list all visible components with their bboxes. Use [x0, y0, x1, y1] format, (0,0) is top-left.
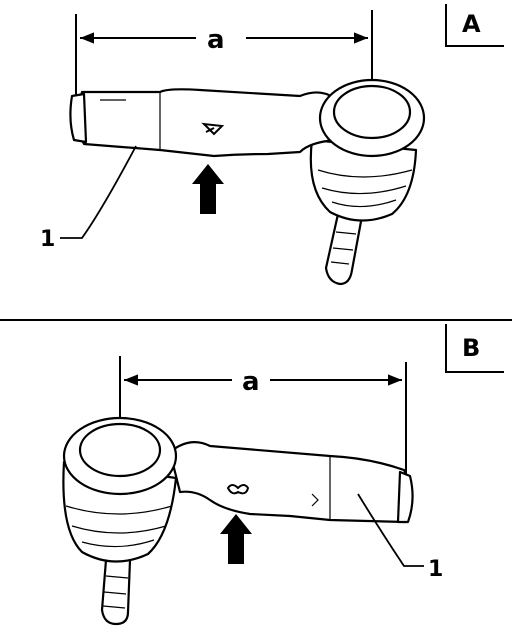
panel-a-housing-rings — [100, 92, 413, 265]
panel-b-stamp-mark — [226, 484, 250, 495]
panel-a-label-box — [445, 4, 504, 47]
panel-b-pointer-arrow — [220, 514, 252, 564]
panel-a-part-number: 1 — [40, 227, 55, 252]
panel-b-dimension-label: a — [242, 367, 260, 397]
panel-b-part-number: 1 — [428, 557, 443, 582]
panel-a-tie-rod-end — [69, 78, 426, 286]
panel-a-pointer-arrow — [192, 164, 224, 214]
panel-b-letter: B — [462, 334, 480, 362]
panel-a-part-leader — [60, 145, 137, 239]
panel-a-dimension-label: a — [207, 25, 225, 55]
panel-a-stamp-mark — [201, 122, 225, 136]
panel-b-part-leader — [357, 493, 424, 567]
panel-b-label-box — [445, 324, 504, 373]
panel-a: A a — [40, 4, 504, 286]
panel-b-housing-rings — [65, 456, 331, 609]
panel-b: B a — [62, 324, 504, 626]
panel-a-letter: A — [462, 10, 481, 38]
